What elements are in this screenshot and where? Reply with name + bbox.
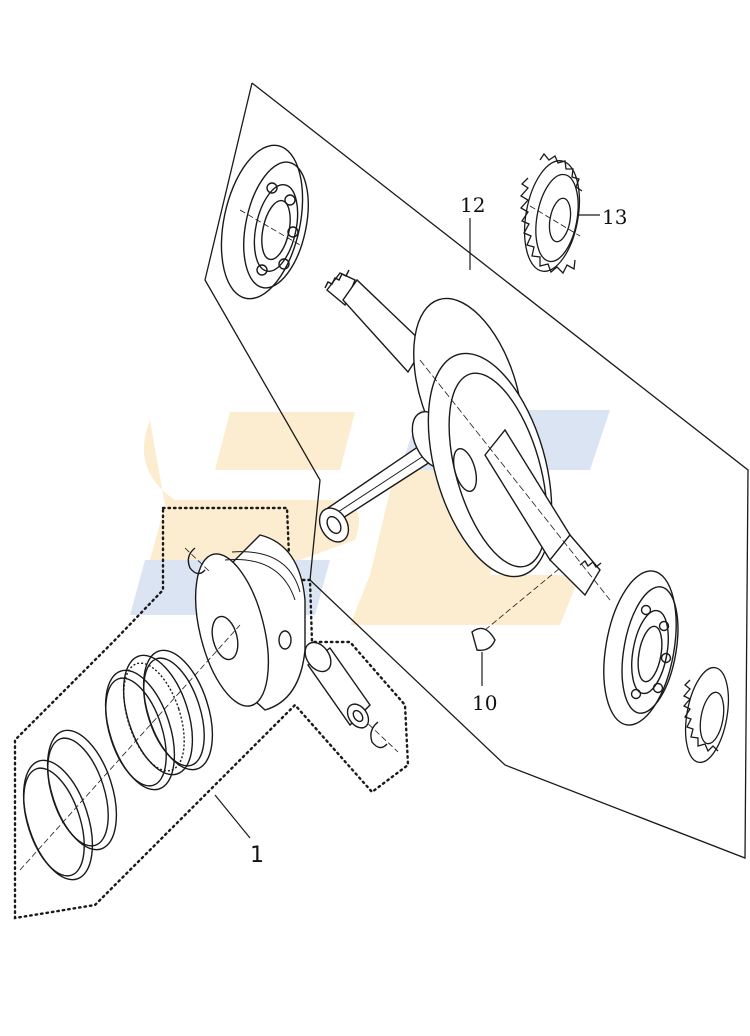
timing-gear — [519, 152, 583, 275]
leader-lines — [214, 214, 600, 839]
woodruff-key — [471, 567, 561, 651]
callout-12: 12 — [460, 193, 485, 217]
piston-group-outline — [13, 506, 410, 920]
callout-labels: 12 13 10 1 — [250, 193, 627, 868]
right-bearing — [603, 570, 679, 726]
piston-clip-right — [361, 717, 399, 753]
piston — [194, 534, 306, 711]
left-bearing — [220, 144, 309, 300]
oil-pump-gear — [682, 666, 730, 764]
piston-clip-left — [184, 547, 211, 575]
leader-1 — [214, 794, 251, 839]
callout-13: 13 — [602, 205, 627, 229]
callout-10: 10 — [472, 691, 497, 715]
piston-rings — [19, 624, 241, 881]
piston-pin — [304, 641, 371, 729]
callout-1: 1 — [250, 843, 264, 868]
crankshaft — [318, 269, 611, 601]
crankshaft-group-outline — [204, 82, 749, 859]
